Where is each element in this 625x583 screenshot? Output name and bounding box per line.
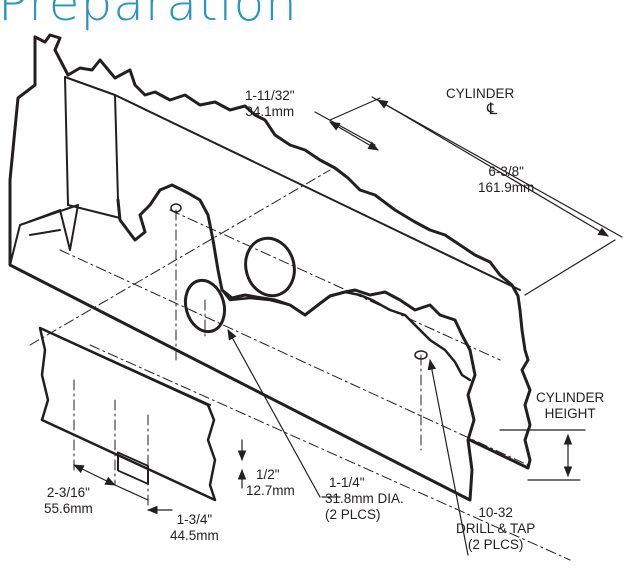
label-10-32: 10-32 DRILL & TAP (2 PLCS) — [456, 505, 535, 553]
dim-6-3-8-mm: 161.9mm — [478, 180, 535, 195]
end-channel — [9, 204, 79, 266]
dim-1-3-4-mm: 44.5mm — [170, 528, 219, 543]
cylinder-cl-line2: ℄ — [486, 101, 498, 118]
label-cylinder-height: CYLINDER HEIGHT — [536, 390, 604, 422]
dim-1-2-in: 1/2" — [256, 467, 280, 482]
dim-6-3-8-in: 6-3/8" — [488, 164, 524, 179]
dim-10-32-op: DRILL & TAP — [456, 521, 536, 536]
label-cylinder-cl: CYLINDER ℄ — [446, 86, 514, 118]
label-6-3-8: 6-3/8" 161.9mm — [478, 164, 534, 196]
dim-10-32-places: (2 PLCS) — [467, 537, 524, 552]
dim-1-11-32-mm: 34.1mm — [245, 104, 295, 119]
strike-plate — [38, 326, 217, 502]
dim-1-2-mm: 12.7mm — [246, 483, 295, 498]
cut-face — [220, 288, 472, 382]
dim-1-11-32-in: 1-11/32" — [245, 88, 295, 103]
label-1-2: 1/2" 12.7mm — [246, 467, 295, 499]
top-break-edge — [33, 33, 530, 362]
label-1-1-4: 1-1/4" 31.8mm DIA. (2 PLCS) — [325, 475, 404, 523]
cylinder-height-line1: CYLINDER — [536, 390, 605, 405]
label-2-3-16: 2-3/16" 55.6mm — [44, 485, 93, 517]
dim-1-1-4-mm: 31.8mm — [325, 491, 374, 506]
dim-2-3-16-in: 2-3/16" — [46, 485, 90, 500]
dim-1-1-4-dia: DIA. — [377, 491, 404, 506]
dim-1-1-4-mm-row: 31.8mm DIA. — [325, 491, 404, 507]
dim-1-1-4-places: (2 PLCS) — [325, 507, 381, 522]
cylinder-height-line2: HEIGHT — [544, 406, 596, 421]
dim-1-3-4-in: 1-3/4" — [176, 512, 213, 527]
label-1-3-4: 1-3/4" 44.5mm — [170, 512, 219, 544]
dim-1-1-4-in: 1-1/4" — [329, 475, 365, 490]
cylinder-hole-lower — [183, 278, 227, 334]
cylinder-hole-upper — [244, 236, 296, 298]
cylinder-cl-line1: CYLINDER — [446, 86, 515, 101]
page-title: Preparation — [0, 0, 298, 32]
dim-10-32-size: 10-32 — [478, 505, 513, 520]
dim-2-3-16-mm: 55.6mm — [44, 501, 93, 516]
label-1-11-32: 1-11/32" 34.1mm — [245, 88, 295, 120]
